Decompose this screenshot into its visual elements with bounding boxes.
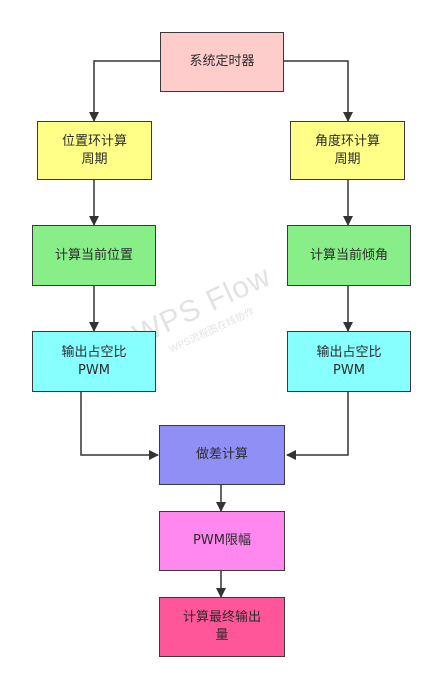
arrow-pwm-right-to-diff [286,392,349,460]
node-label: 位置环计算 周期 [61,133,127,167]
node-label: 做差计算 [195,447,248,462]
node-label: 系统定时器 [189,54,255,69]
arrow-pwm-left-to-diff [80,392,159,460]
node-position-loop-period[interactable]: 位置环计算 周期 [37,121,152,180]
node-pwm-limit[interactable]: PWM限幅 [159,511,285,571]
node-label: 输出占空比 PWM [316,344,382,378]
node-output-pwm-left[interactable]: 输出占空比 PWM [32,331,156,392]
arrow-timer-to-angle-period [284,60,353,122]
node-label: 角度环计算 周期 [314,133,380,167]
node-calc-current-position[interactable]: 计算当前位置 [32,225,156,286]
node-label: PWM限幅 [193,533,251,548]
node-system-timer[interactable]: 系统定时器 [160,32,284,92]
node-final-output-calc[interactable]: 计算最终输出 量 [159,597,285,657]
node-label: 计算最终输出 量 [182,610,261,643]
node-difference-calc[interactable]: 做差计算 [159,425,285,485]
node-angle-loop-period[interactable]: 角度环计算 周期 [290,121,405,180]
node-output-pwm-right[interactable]: 输出占空比 PWM [287,331,411,392]
arrow-timer-to-pos-period [89,60,160,122]
node-label: 计算当前倾角 [309,247,388,263]
node-calc-current-tilt[interactable]: 计算当前倾角 [287,225,411,286]
node-label: 输出占空比 PWM [61,344,127,378]
node-label: 计算当前位置 [54,247,133,263]
